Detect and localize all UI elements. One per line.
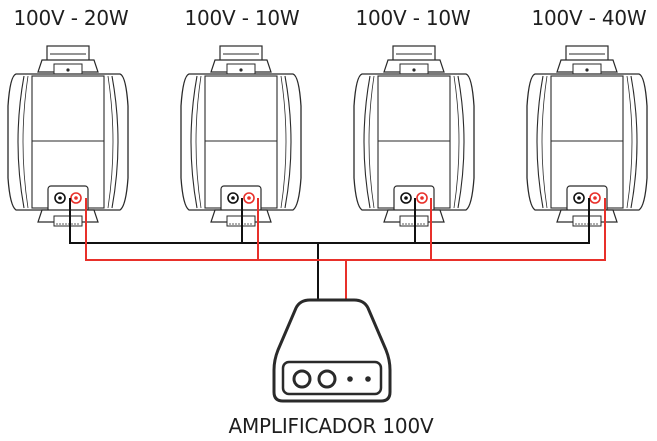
speaker-1-rating-label: 100V - 20W <box>13 6 129 30</box>
amplifier-label: AMPLIFICADOR 100V <box>228 414 434 438</box>
speaker-4-rating-label: 100V - 40W <box>531 6 647 30</box>
speaker-4 <box>526 45 648 227</box>
speaker-2-rating-label: 100V - 10W <box>184 6 300 30</box>
speaker-1 <box>7 45 129 227</box>
negative-wire <box>69 198 590 312</box>
positive-wire <box>85 198 606 312</box>
speaker-3-rating-label: 100V - 10W <box>355 6 471 30</box>
amplifier <box>272 298 392 403</box>
